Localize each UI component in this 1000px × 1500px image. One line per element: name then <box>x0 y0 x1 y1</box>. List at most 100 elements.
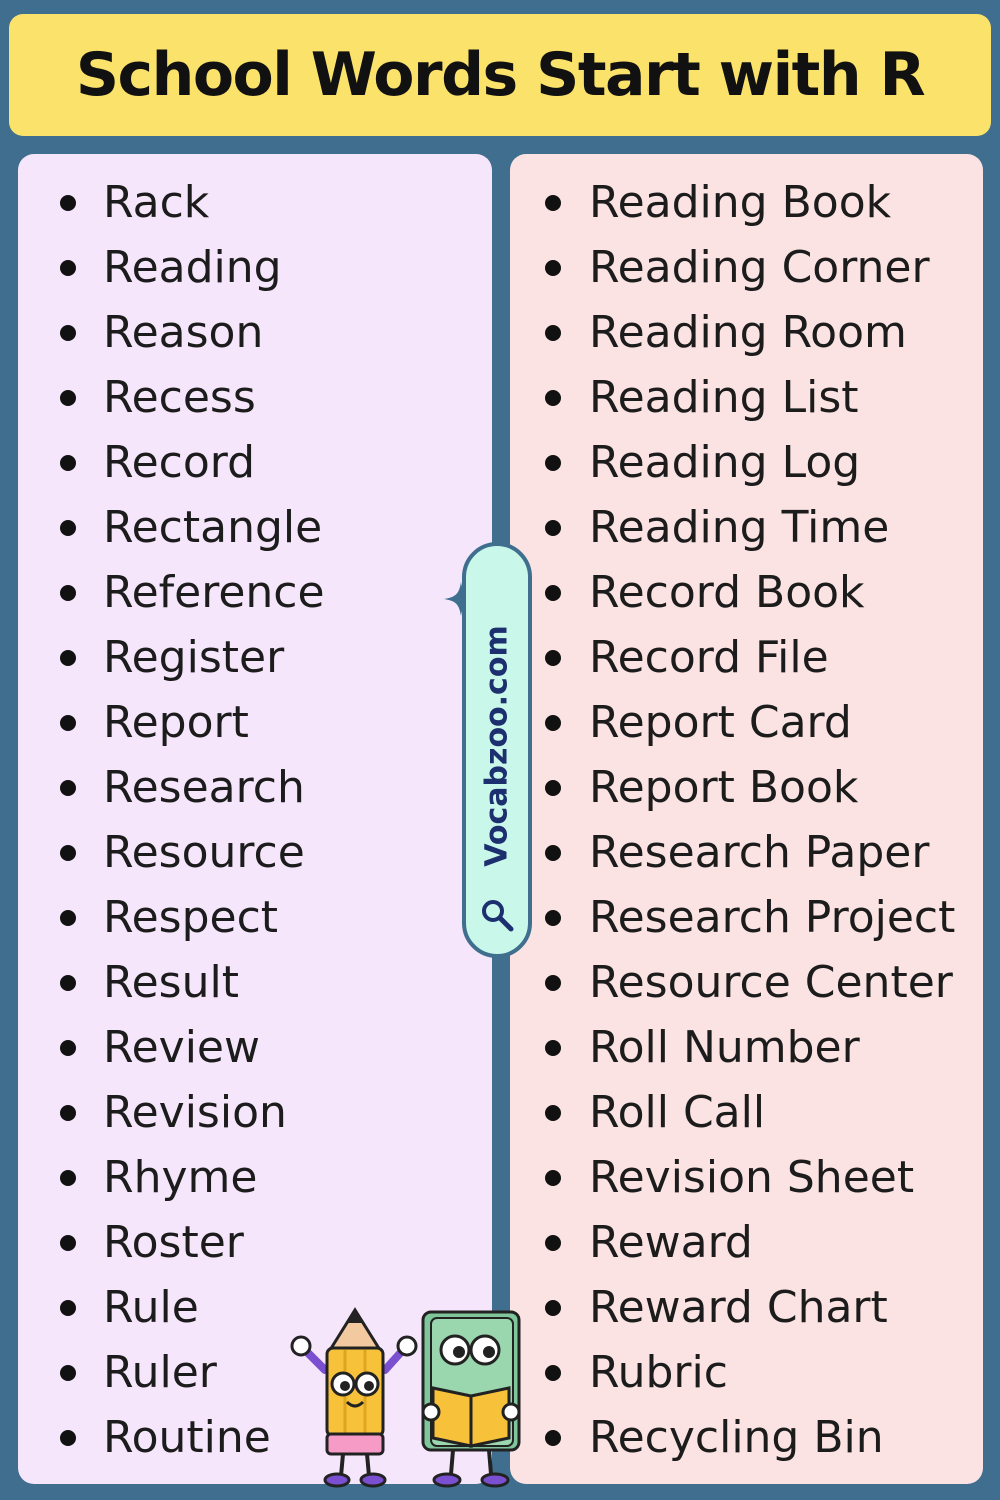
word-label: Reading List <box>589 372 859 423</box>
list-item: Record File <box>510 625 983 690</box>
bullet-icon <box>545 259 561 276</box>
list-item: Rectangle <box>18 495 492 560</box>
watermark-pill: Vocabzoo.com <box>462 542 532 958</box>
list-item: Reward Chart <box>510 1275 983 1340</box>
bullet-icon <box>60 779 76 796</box>
list-item: Rubric <box>510 1340 983 1405</box>
word-label: Report Card <box>589 697 852 748</box>
list-item: Ruler <box>18 1340 492 1405</box>
bullet-icon <box>545 1299 561 1316</box>
bullet-icon <box>60 584 76 601</box>
word-label: Recess <box>103 372 256 423</box>
list-item: Register <box>18 625 492 690</box>
list-item: Recycling Bin <box>510 1405 983 1470</box>
word-label: Roll Number <box>589 1022 860 1073</box>
list-item: Report <box>18 690 492 755</box>
word-label: Reading Log <box>589 437 861 488</box>
pencil-mascot <box>290 1307 418 1488</box>
word-label: Reference <box>103 567 325 618</box>
book-mascot <box>421 1310 521 1488</box>
list-item: Reference <box>18 560 492 625</box>
bullet-icon <box>545 389 561 406</box>
bullet-icon <box>60 844 76 861</box>
word-label: Register <box>103 632 285 683</box>
word-label: Recycling Bin <box>589 1412 884 1463</box>
list-item: Resource <box>18 820 492 885</box>
bullet-icon <box>60 1169 76 1186</box>
word-label: Revision Sheet <box>589 1152 915 1203</box>
bullet-icon <box>545 649 561 666</box>
bullet-icon <box>60 259 76 276</box>
bullet-icon <box>60 519 76 536</box>
bullet-icon <box>60 1429 76 1446</box>
list-item: Rack <box>18 170 492 235</box>
sparkle-icon <box>444 582 478 616</box>
bullet-icon <box>545 714 561 731</box>
bullet-icon <box>545 324 561 341</box>
word-label: Routine <box>103 1412 271 1463</box>
word-label: Resource <box>103 827 305 878</box>
word-label: Report <box>103 697 249 748</box>
bullet-icon <box>60 194 76 211</box>
bullet-icon <box>545 909 561 926</box>
word-label: Review <box>103 1022 260 1073</box>
bullet-icon <box>60 714 76 731</box>
list-item: Reading Book <box>510 170 983 235</box>
word-label: Rectangle <box>103 502 323 553</box>
word-label: Reason <box>103 307 264 358</box>
list-item: Record Book <box>510 560 983 625</box>
list-item: Research Paper <box>510 820 983 885</box>
list-item: Respect <box>18 885 492 950</box>
word-label: Resource Center <box>589 957 953 1008</box>
bullet-icon <box>60 1039 76 1056</box>
bullet-icon <box>60 909 76 926</box>
bullet-icon <box>545 1169 561 1186</box>
list-item: Record <box>18 430 492 495</box>
list-item: Report Book <box>510 755 983 820</box>
bullet-icon <box>545 519 561 536</box>
word-label: Respect <box>103 892 279 943</box>
list-item: Result <box>18 950 492 1015</box>
word-label: Reading Corner <box>589 242 930 293</box>
word-label: Research <box>103 762 305 813</box>
word-label: Rhyme <box>103 1152 258 1203</box>
bullet-icon <box>60 1364 76 1381</box>
word-label: Record <box>103 437 256 488</box>
word-label: Rack <box>103 177 210 228</box>
list-item: Review <box>18 1015 492 1080</box>
mascot-illustration <box>290 1307 521 1488</box>
bullet-icon <box>545 779 561 796</box>
word-label: Research Paper <box>589 827 930 878</box>
bullet-icon <box>545 454 561 471</box>
list-item: Research Project <box>510 885 983 950</box>
list-item: Routine <box>18 1405 492 1470</box>
list-item: Reading Room <box>510 300 983 365</box>
list-item: Recess <box>18 365 492 430</box>
bullet-icon <box>60 1234 76 1251</box>
word-label: Report Book <box>589 762 859 813</box>
bullet-icon <box>545 1039 561 1056</box>
list-item: Reason <box>18 300 492 365</box>
word-label: Rule <box>103 1282 199 1333</box>
word-label: Record File <box>589 632 829 683</box>
word-label: Result <box>103 957 239 1008</box>
list-item: Roll Number <box>510 1015 983 1080</box>
watermark-text: Vocabzoo.com <box>479 625 515 867</box>
list-item: Reading Time <box>510 495 983 560</box>
bullet-icon <box>545 584 561 601</box>
word-label: Reading Room <box>589 307 907 358</box>
bullet-icon <box>60 1299 76 1316</box>
bullet-icon <box>545 974 561 991</box>
word-label: Revision <box>103 1087 287 1138</box>
list-item: Report Card <box>510 690 983 755</box>
list-item: Roll Call <box>510 1080 983 1145</box>
magnifier-icon <box>482 900 514 932</box>
list-item: Research <box>18 755 492 820</box>
bullet-icon <box>60 454 76 471</box>
word-label: Reward Chart <box>589 1282 888 1333</box>
bullet-icon <box>545 844 561 861</box>
list-item: Revision <box>18 1080 492 1145</box>
